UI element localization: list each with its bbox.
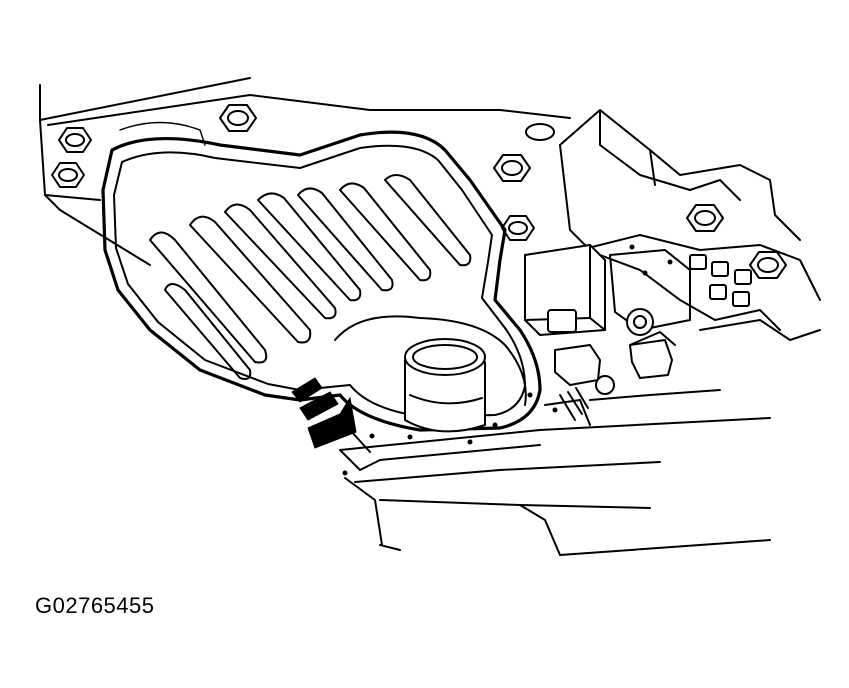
bolt <box>501 215 535 241</box>
solenoid-assembly <box>524 109 821 426</box>
bolt <box>219 104 257 132</box>
solenoid-tab <box>547 309 577 333</box>
bolt <box>493 154 531 182</box>
filter-neck <box>404 338 486 433</box>
bolt <box>749 251 787 279</box>
transmission-case <box>339 389 771 556</box>
oil-filter <box>101 130 542 433</box>
removal-direction-arrow <box>291 377 371 453</box>
bolt <box>686 204 724 232</box>
bolt <box>58 127 92 153</box>
bolt <box>51 162 85 188</box>
valve-body-housing <box>39 77 571 266</box>
figure-id-label: G02765455 <box>35 593 155 618</box>
housing-bolts <box>51 104 787 279</box>
boss-hole <box>525 123 555 141</box>
filter-ribs <box>149 174 472 380</box>
